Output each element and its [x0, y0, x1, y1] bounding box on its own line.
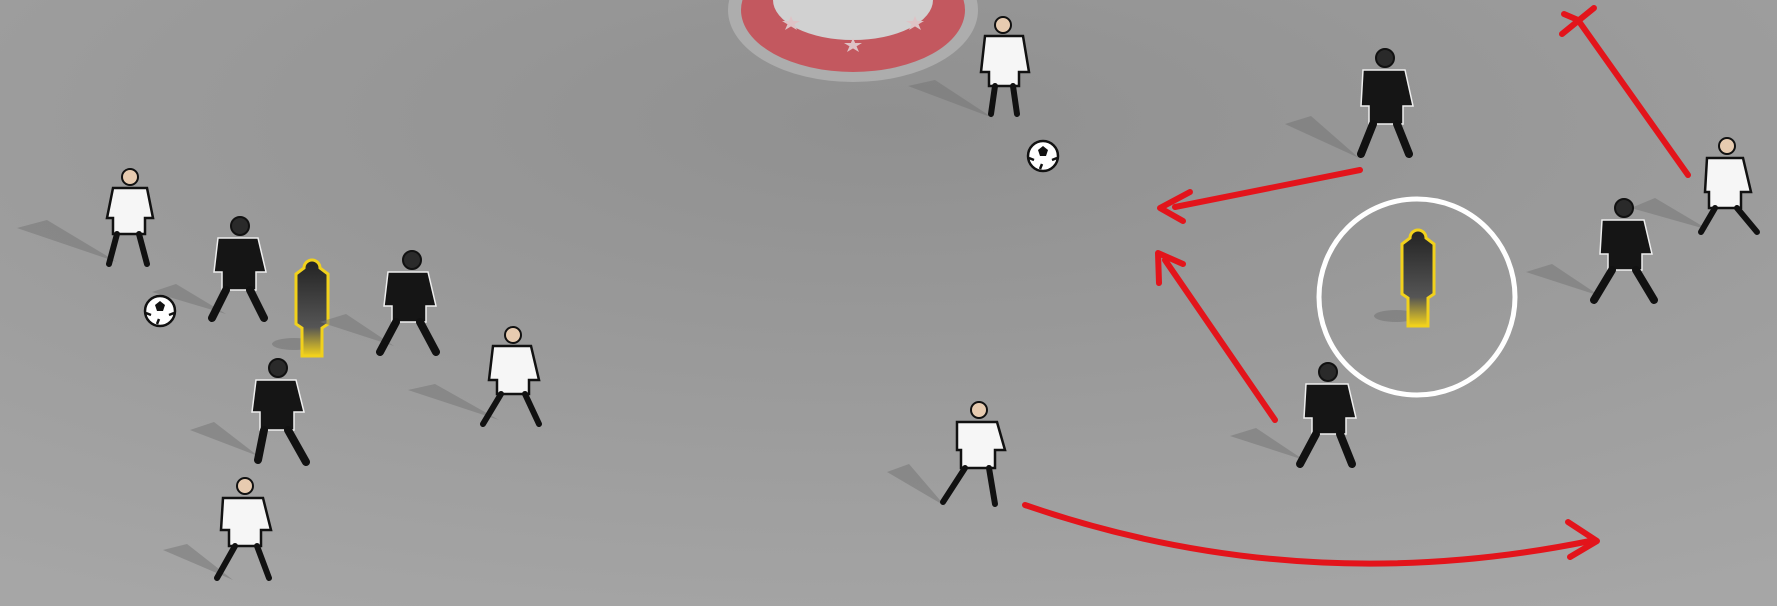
ball-icon — [1028, 141, 1058, 171]
ball-icon — [145, 296, 175, 326]
